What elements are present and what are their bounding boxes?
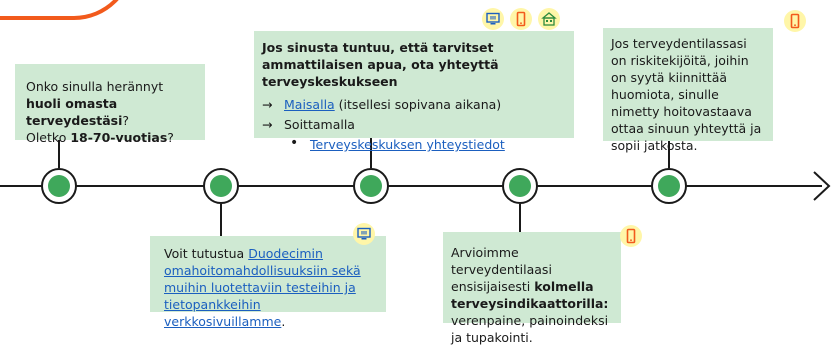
maisa-link[interactable]: Maisalla <box>284 97 335 112</box>
card-health-concern: Onko sinulla herännyt huoli omasta terve… <box>15 64 205 145</box>
connector-1 <box>58 140 60 168</box>
card-contact-health-center: Jos sinusta tuntuu, että tarvitset ammat… <box>254 31 574 152</box>
timeline-node-5 <box>651 168 687 204</box>
badge-building <box>538 8 560 30</box>
card1-line2: Oletko <box>26 130 71 145</box>
card1-q1: ? <box>122 113 130 128</box>
card5-pre: Arvioimme terveydentilaasi ensisijaisest… <box>451 245 552 294</box>
phone-option-label: Soittamalla <box>284 117 355 132</box>
node-dot <box>509 175 531 197</box>
contact-option-maisa: → Maisalla (itsellesi sopivana aikana) <box>262 96 566 113</box>
card1-q2: ? <box>167 130 174 145</box>
computer-icon <box>357 227 371 240</box>
connector-4 <box>220 204 222 236</box>
node-dot <box>48 175 70 197</box>
maisa-description: (itsellesi sopivana aikana) <box>334 97 502 112</box>
timeline-arrowhead-icon <box>813 171 831 201</box>
health-center-contacts-link[interactable]: Terveyskeskuksen yhteystiedot <box>310 137 505 152</box>
card-risk-factors: Jos terveydentilassasi on riskitekijöitä… <box>603 28 773 153</box>
building-icon <box>541 12 557 26</box>
decorative-accent-curve <box>0 0 134 20</box>
card3-text: Jos terveydentilassasi on riskitekijöitä… <box>611 36 762 153</box>
node-dot <box>658 175 680 197</box>
connector-2 <box>370 138 372 168</box>
computer-icon <box>486 12 500 25</box>
badge-phone-card5 <box>620 225 642 247</box>
arrow-icon: → <box>262 97 273 112</box>
card4-post: . <box>281 314 286 329</box>
card5-bold: kolmella terveysindikaattorilla: <box>451 279 609 311</box>
timeline-node-2 <box>203 168 239 204</box>
badge-computer <box>482 8 504 30</box>
phone-icon <box>626 228 636 244</box>
card1-bold2: 18-70-vuotias <box>70 130 168 145</box>
card1-bold1: huoli omasta terveydestäsi <box>26 96 123 128</box>
card1-line1: Onko sinulla herännyt <box>26 79 164 94</box>
bullet-icon: • <box>290 135 299 151</box>
badge-computer-card4 <box>353 223 375 245</box>
card4-pre: Voit tutustua <box>164 246 249 261</box>
timeline-axis <box>0 185 822 187</box>
badge-phone-card3 <box>784 10 806 32</box>
arrow-icon: → <box>262 117 273 132</box>
contact-option-phone: → Soittamalla <box>262 116 566 133</box>
timeline-node-3 <box>353 168 389 204</box>
connector-3 <box>668 141 670 168</box>
node-dot <box>360 175 382 197</box>
card5-post: verenpaine, painoindeksi ja tupakointi. <box>451 313 609 345</box>
contact-options-list: → Maisalla (itsellesi sopivana aikana) →… <box>262 96 566 133</box>
contact-details-item: • Terveyskeskuksen yhteystiedot <box>290 135 566 153</box>
card2-title: Jos sinusta tuntuu, että tarvitset ammat… <box>262 40 499 89</box>
phone-icon <box>516 11 526 27</box>
card-health-indicators: Arvioimme terveydentilaasi ensisijaisest… <box>443 232 621 345</box>
timeline-node-1 <box>41 168 77 204</box>
node-dot <box>210 175 232 197</box>
timeline-node-4 <box>502 168 538 204</box>
badge-phone <box>510 8 532 30</box>
duodecim-link[interactable]: Duodecimin omahoitomahdollisuuksiin sekä… <box>164 246 361 329</box>
phone-icon <box>790 13 800 29</box>
card-duodecim-self-care: Voit tutustua Duodecimin omahoitomahdoll… <box>150 236 386 329</box>
connector-5 <box>519 204 521 232</box>
